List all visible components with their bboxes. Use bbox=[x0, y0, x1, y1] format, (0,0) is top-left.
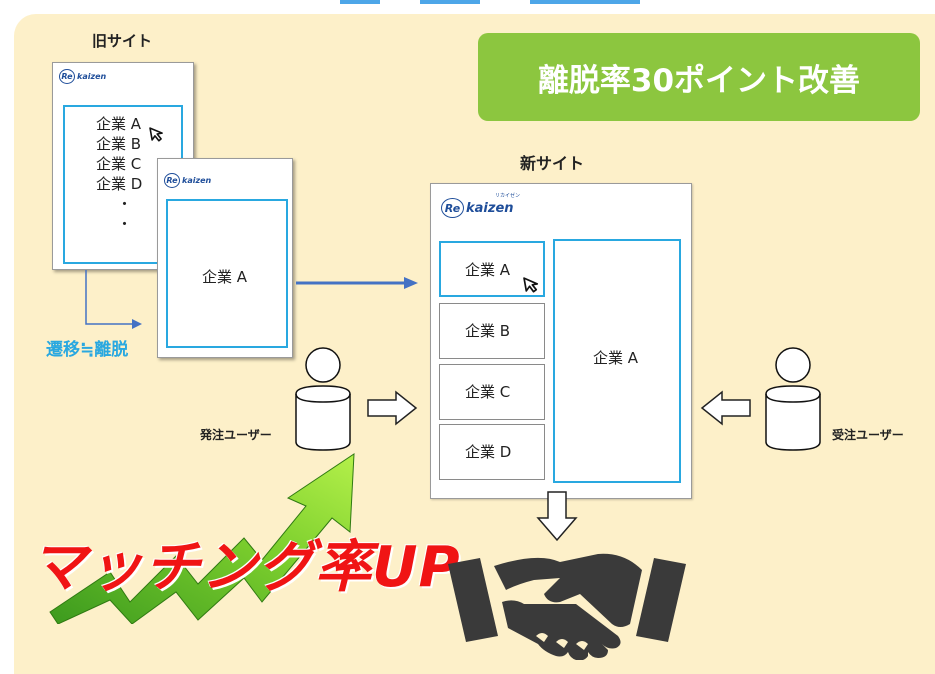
order-user-label: 発注ユーザー bbox=[200, 428, 272, 442]
new-site-title: 新サイト bbox=[520, 154, 585, 173]
new-list-item-a: 企業 A bbox=[439, 241, 545, 297]
improvement-banner: 離脱率30ポイント改善 bbox=[478, 33, 920, 121]
new-list-item-b: 企業 B bbox=[439, 303, 545, 359]
new-site-page: Re kaizen リカイゼン 企業 A 企業 B 企業 C 企業 D 企業 A bbox=[430, 183, 692, 499]
new-list-item-d-label: 企業 D bbox=[465, 443, 512, 461]
old-list-item-a: 企業 A bbox=[96, 115, 142, 133]
new-site-detail-box: 企業 A bbox=[553, 239, 681, 483]
new-list-item-b-label: 企業 B bbox=[465, 322, 511, 340]
old-site-detail-box: 企業 A bbox=[166, 199, 288, 348]
down-arrow bbox=[536, 491, 578, 542]
old-site-detail-page: Re kaizen 企業 A bbox=[157, 158, 293, 358]
old-list-item-d: 企業 D bbox=[96, 175, 143, 193]
logo-text: kaizen bbox=[77, 72, 107, 81]
transition-label: 遷移≒離脱 bbox=[46, 340, 129, 360]
cursor-icon bbox=[149, 127, 163, 142]
order-user-arrow bbox=[367, 390, 418, 426]
old-list-item-c: 企業 C bbox=[96, 155, 142, 173]
logo-re: Re bbox=[59, 69, 75, 84]
new-detail-company: 企業 A bbox=[593, 349, 639, 367]
handshake-icon bbox=[448, 553, 686, 660]
old-detail-company: 企業 A bbox=[202, 268, 248, 286]
logo-ruby: リカイゼン bbox=[495, 193, 521, 199]
old-list-ellipsis-2: ・ bbox=[117, 215, 133, 233]
new-list-item-a-label: 企業 A bbox=[465, 261, 511, 279]
old-site-logo: Re kaizen bbox=[59, 69, 106, 84]
logo-re: Re bbox=[441, 198, 464, 218]
old-site-detail-logo: Re kaizen bbox=[164, 173, 211, 188]
old-list-ellipsis-1: ・ bbox=[117, 195, 133, 213]
old-to-new-arrow bbox=[296, 277, 418, 289]
receive-user-label: 受注ユーザー bbox=[832, 428, 904, 442]
logo-text: kaizen bbox=[182, 176, 212, 185]
order-user-icon bbox=[295, 347, 351, 451]
receive-user-icon bbox=[765, 347, 821, 451]
old-site-title: 旧サイト bbox=[92, 32, 153, 50]
cut-off-title bbox=[340, 0, 640, 4]
new-list-item-c: 企業 C bbox=[439, 364, 545, 420]
transition-arrow bbox=[85, 270, 142, 329]
growth-arrow-icon bbox=[49, 453, 355, 624]
new-site-logo: Re kaizen リカイゼン bbox=[441, 193, 520, 218]
new-list-item-d: 企業 D bbox=[439, 424, 545, 480]
logo-text: kaizen bbox=[466, 200, 514, 216]
old-list-item-b: 企業 B bbox=[96, 135, 142, 153]
cursor-icon bbox=[523, 277, 539, 293]
receive-user-arrow bbox=[700, 390, 751, 426]
logo-re: Re bbox=[164, 173, 180, 188]
matching-rate-text: マッチング率UP bbox=[30, 535, 461, 600]
new-list-item-c-label: 企業 C bbox=[465, 383, 511, 401]
